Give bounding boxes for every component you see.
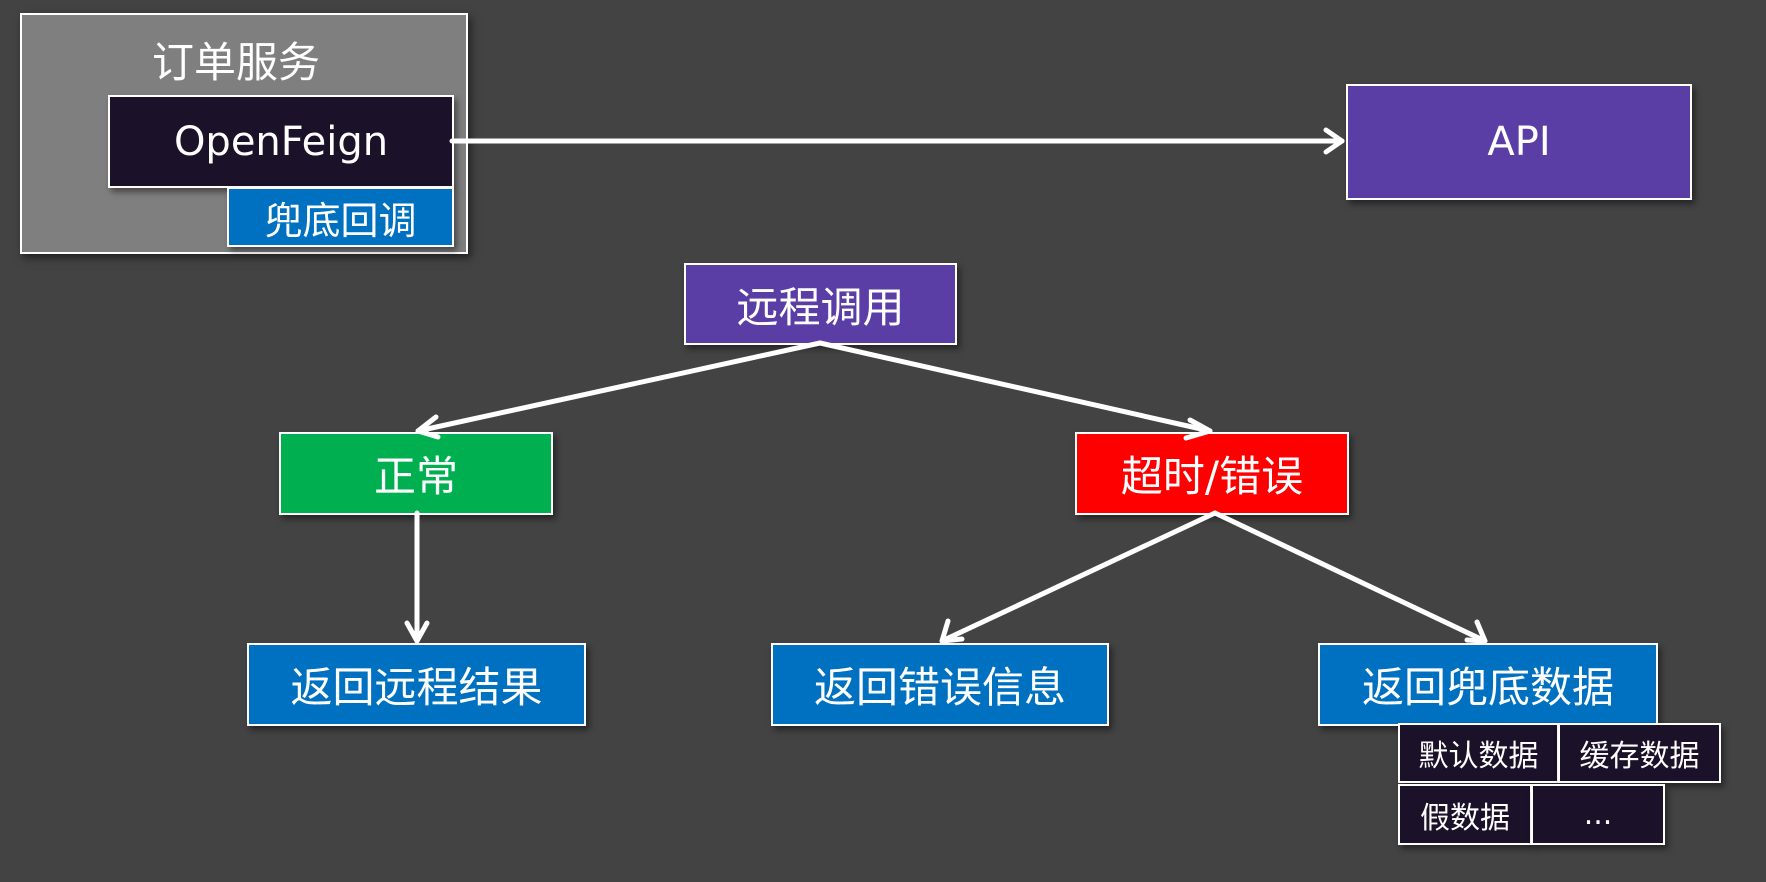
arrow-normal-to-return-remote <box>404 510 430 644</box>
arrow-remote-to-timeout <box>817 340 1213 441</box>
arrow-openfeign-to-api <box>449 127 1345 155</box>
more-options-box: ... <box>1531 784 1665 845</box>
fake-data-box: 假数据 <box>1398 784 1532 845</box>
timeout-error-box: 超时/错误 <box>1075 432 1349 515</box>
return-fallback-data-box: 返回兜底数据 <box>1318 643 1658 726</box>
arrow-timeout-to-return-fallback <box>1212 510 1488 644</box>
return-error-info-box: 返回错误信息 <box>771 643 1109 726</box>
arrow-timeout-to-return-error <box>939 510 1218 644</box>
remote-call-box: 远程调用 <box>684 263 957 345</box>
cache-data-box: 缓存数据 <box>1558 723 1721 783</box>
order-service-title: 订单服务 <box>152 38 321 87</box>
api-box: API <box>1346 84 1692 200</box>
fallback-callback-box: 兜底回调 <box>227 187 454 247</box>
arrow-remote-to-normal <box>415 340 823 440</box>
return-remote-result-box: 返回远程结果 <box>247 643 586 726</box>
normal-box: 正常 <box>279 432 553 515</box>
